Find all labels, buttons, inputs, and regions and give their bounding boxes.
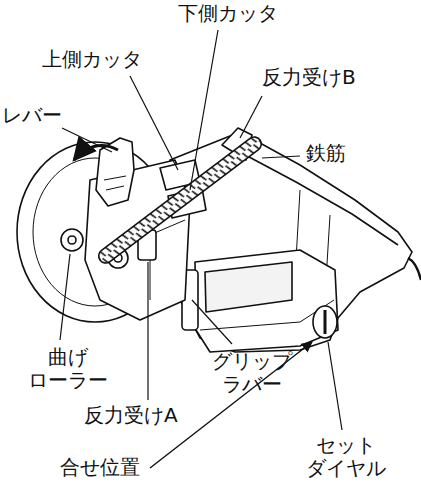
part-label: 下側カッタ bbox=[178, 2, 278, 25]
part-label: 曲げ ローラー bbox=[22, 346, 114, 392]
grip-housing bbox=[195, 250, 338, 352]
part-label: 鉄筋 bbox=[306, 142, 346, 165]
set-dial bbox=[313, 306, 337, 338]
note-label: 合せ位置 bbox=[60, 456, 140, 479]
tool-body bbox=[165, 132, 412, 352]
part-label: グリップ ラバー bbox=[206, 350, 298, 396]
bending-roller bbox=[61, 229, 83, 251]
part-label: 反力受けB bbox=[262, 66, 356, 89]
rotation-arrow bbox=[74, 145, 118, 160]
part-label: レバー bbox=[2, 104, 62, 127]
part-label: 反力受けA bbox=[84, 404, 178, 427]
rebar bbox=[96, 134, 264, 266]
part-label: セット ダイヤル bbox=[300, 434, 392, 480]
part-label: 上側カッタ bbox=[42, 48, 142, 71]
power-cord bbox=[408, 258, 421, 280]
